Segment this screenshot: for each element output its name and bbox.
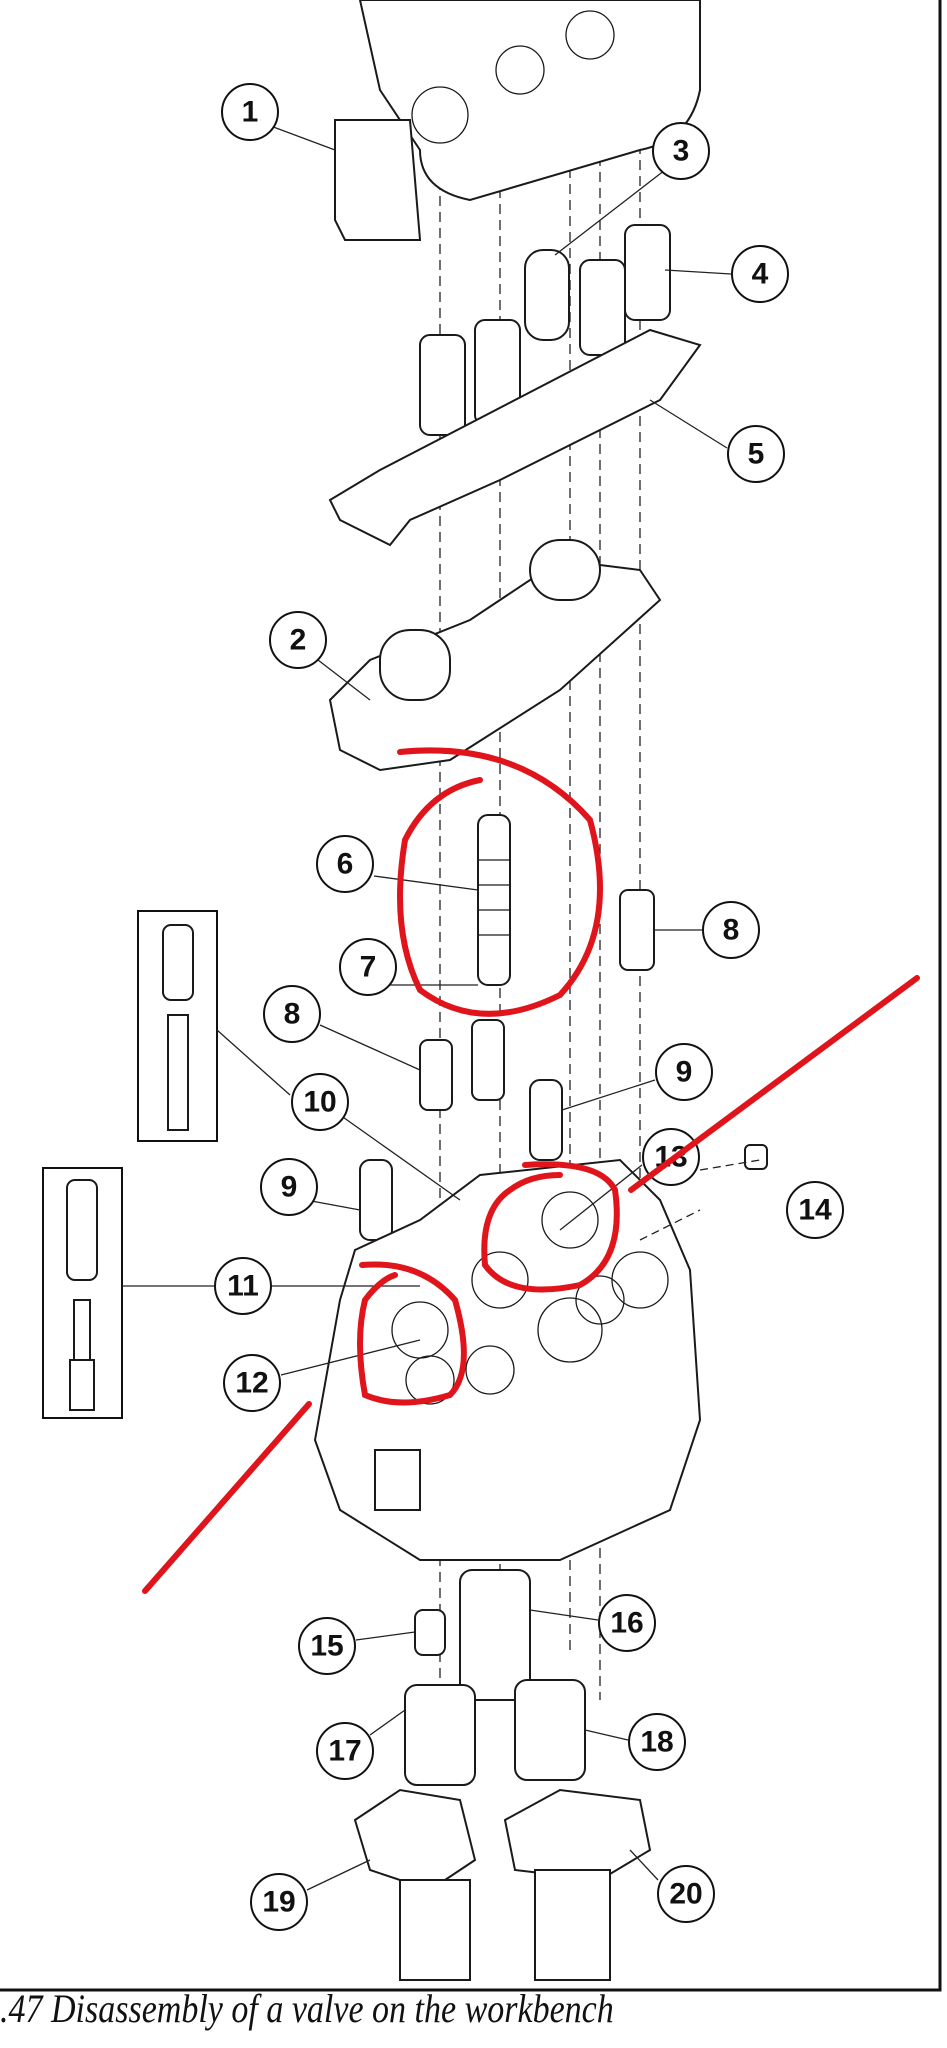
callout-1: 1 xyxy=(221,83,279,141)
svg-text:11: 11 xyxy=(227,1270,259,1303)
leader-lines xyxy=(122,124,761,1891)
callout-8a: 8 xyxy=(702,901,760,959)
svg-text:8: 8 xyxy=(723,914,740,947)
svg-text:15: 15 xyxy=(310,1630,343,1663)
svg-text:12: 12 xyxy=(235,1367,268,1400)
callout-15: 15 xyxy=(298,1617,356,1675)
svg-text:2: 2 xyxy=(290,624,307,657)
callout-12: 12 xyxy=(223,1354,281,1412)
callout-2: 2 xyxy=(269,611,327,669)
callout-17: 17 xyxy=(316,1722,374,1780)
inset-tool-10 xyxy=(137,910,218,1142)
svg-text:4: 4 xyxy=(752,258,769,291)
callout-8b: 8 xyxy=(263,985,321,1043)
callout-bubbles: 1 2 3 4 5 6 7 8 8 9 9 10 11 12 13 14 15 … xyxy=(214,83,844,1931)
part-upper-housing xyxy=(328,539,662,772)
red-circle-part-12 xyxy=(357,1261,467,1406)
part-bottom-plugs xyxy=(353,1569,652,1981)
svg-text:19: 19 xyxy=(262,1886,295,1919)
svg-text:16: 16 xyxy=(610,1607,643,1640)
svg-text:20: 20 xyxy=(669,1878,702,1911)
svg-text:3: 3 xyxy=(673,135,690,168)
red-line-upper xyxy=(628,975,920,1193)
svg-text:18: 18 xyxy=(640,1726,673,1759)
callout-18: 18 xyxy=(628,1713,686,1771)
svg-text:1: 1 xyxy=(242,96,259,129)
part-top-cover xyxy=(334,0,701,241)
svg-text:9: 9 xyxy=(676,1056,693,1089)
callout-4: 4 xyxy=(731,245,789,303)
callout-5: 5 xyxy=(727,425,785,483)
callout-6: 6 xyxy=(316,835,374,893)
red-line-lower xyxy=(142,1401,312,1594)
figure-frame xyxy=(0,0,942,1992)
red-circle-spool xyxy=(397,747,603,1017)
part-fittings xyxy=(359,889,768,1241)
svg-text:14: 14 xyxy=(798,1194,832,1227)
callout-16: 16 xyxy=(598,1594,656,1652)
callout-11: 11 xyxy=(214,1257,272,1315)
callout-10: 10 xyxy=(291,1073,349,1131)
callout-7: 7 xyxy=(339,938,397,996)
svg-text:10: 10 xyxy=(303,1086,336,1119)
callout-20: 20 xyxy=(657,1865,715,1923)
svg-text:9: 9 xyxy=(281,1171,298,1204)
callout-3: 3 xyxy=(652,122,710,180)
red-markup xyxy=(142,747,920,1594)
svg-text:17: 17 xyxy=(328,1735,361,1768)
callout-9b: 9 xyxy=(260,1158,318,1216)
svg-text:5: 5 xyxy=(748,438,765,471)
inset-tool-11 xyxy=(42,1167,123,1419)
svg-text:6: 6 xyxy=(337,848,354,881)
callout-14: 14 xyxy=(786,1181,844,1239)
red-circle-part-13 xyxy=(481,1161,620,1293)
part-spool xyxy=(477,814,511,986)
figure-caption: .47 Disassembly of a valve on the workbe… xyxy=(0,1986,614,2031)
part-gasket-plate xyxy=(328,328,702,547)
callout-9a: 9 xyxy=(655,1043,713,1101)
svg-text:8: 8 xyxy=(284,998,301,1031)
callout-19: 19 xyxy=(250,1873,308,1931)
svg-text:7: 7 xyxy=(360,951,377,984)
